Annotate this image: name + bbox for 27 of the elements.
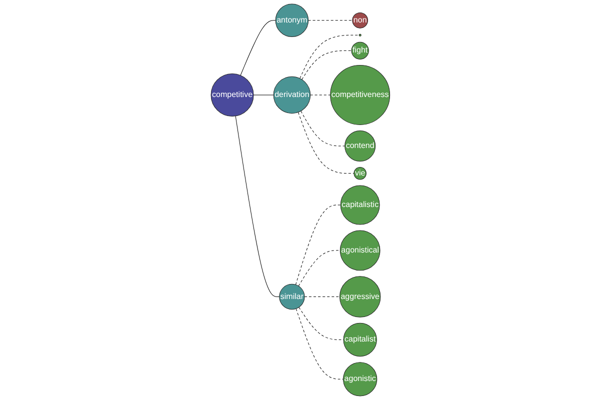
node-circle: aggressive — [339, 276, 380, 318]
node-circle — [358, 34, 361, 36]
connector — [295, 204, 340, 285]
connector — [295, 308, 344, 380]
node-circle: vie — [353, 167, 366, 180]
node-circle: competitive — [210, 73, 254, 116]
node-circle: similar — [278, 284, 304, 310]
connector — [234, 116, 280, 297]
node-circle: capitalistic — [340, 185, 380, 225]
connector — [240, 20, 276, 76]
node-circle: derivation — [272, 76, 310, 114]
connector — [300, 110, 345, 146]
connector — [308, 20, 352, 21]
node-circle: agonistic — [342, 362, 377, 396]
node-circle: contend — [344, 130, 376, 162]
connector — [252, 94, 274, 96]
connector — [298, 112, 354, 174]
node-circle: antonym — [274, 4, 308, 37]
connector — [301, 50, 352, 80]
connector — [298, 250, 340, 286]
connector — [310, 94, 330, 96]
node-circle: agonistical — [339, 230, 380, 271]
node-circle: fight — [350, 42, 368, 60]
node-circle: competitiveness — [330, 65, 390, 125]
connector — [298, 307, 344, 340]
node-circle: capitalist — [342, 322, 376, 357]
node-circle: non — [352, 12, 368, 28]
